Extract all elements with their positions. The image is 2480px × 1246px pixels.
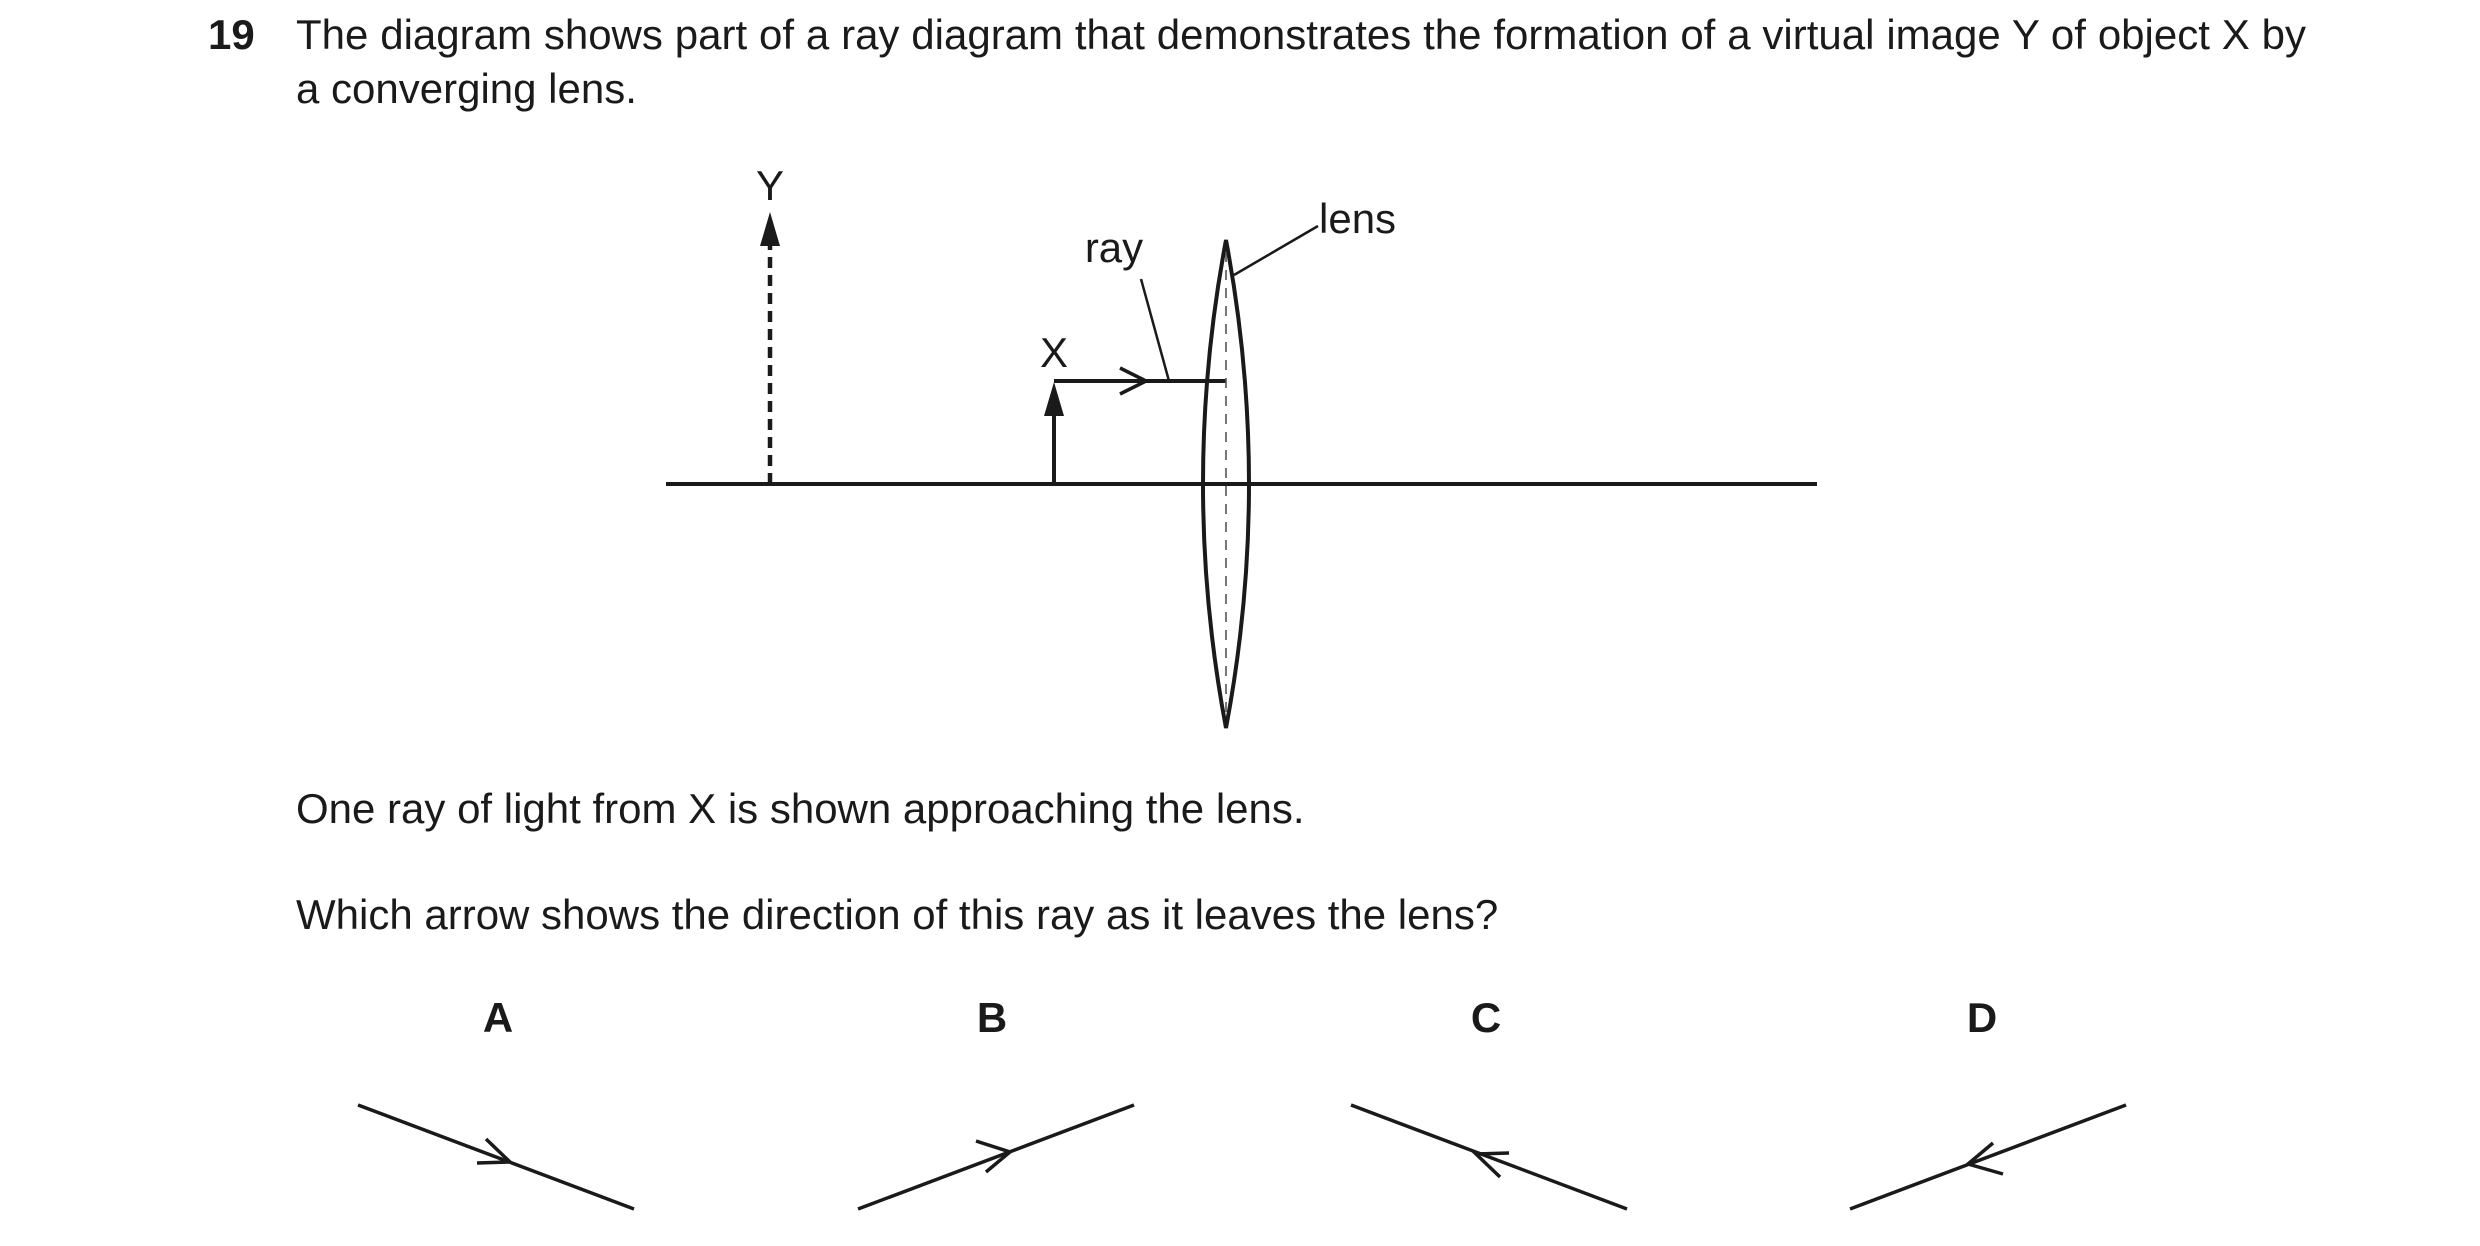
label-lens: lens xyxy=(1319,195,1396,242)
question-number: 19 xyxy=(208,11,255,58)
option-c-arrow[interactable] xyxy=(1350,1103,1628,1211)
option-a-arrow[interactable] xyxy=(357,1103,635,1211)
option-b-label: B xyxy=(977,994,1007,1041)
option-c-label: C xyxy=(1471,994,1501,1041)
lens-leader-line xyxy=(1233,224,1319,277)
object-x xyxy=(1044,382,1064,484)
option-a-label: A xyxy=(483,994,513,1041)
virtual-image-y xyxy=(760,212,780,484)
ray-leader-line xyxy=(1139,278,1171,382)
question-prompt: Which arrow shows the direction of this … xyxy=(296,891,1499,938)
ray-statement: One ray of light from X is shown approac… xyxy=(296,785,1305,832)
incident-ray xyxy=(1054,366,1226,396)
converging-lens xyxy=(1201,239,1251,729)
label-y: Y xyxy=(756,162,784,209)
label-ray: ray xyxy=(1085,224,1143,271)
option-b-arrow[interactable] xyxy=(857,1103,1135,1211)
option-d-label: D xyxy=(1967,994,1997,1041)
question-text: The diagram shows part of a ray diagram … xyxy=(296,11,2306,112)
option-d-arrow[interactable] xyxy=(1849,1103,2127,1211)
label-x: X xyxy=(1040,329,1068,376)
